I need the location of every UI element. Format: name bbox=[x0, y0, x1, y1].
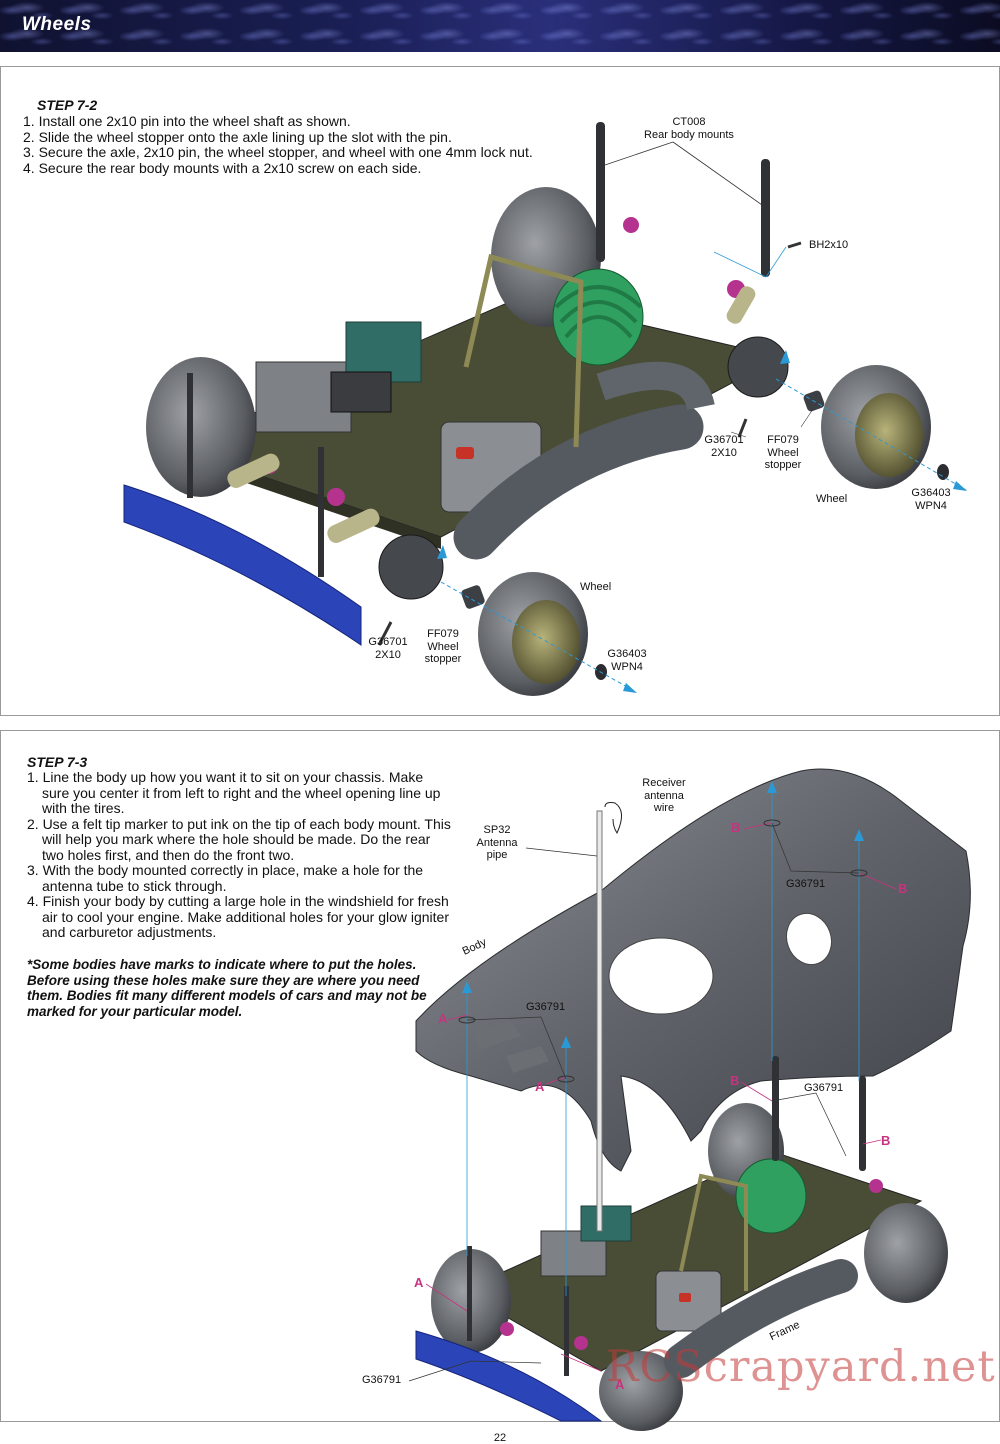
part-code: G36403 bbox=[607, 648, 647, 660]
part-label-g36791-body: G36791 bbox=[526, 1001, 566, 1013]
part-name: pipe bbox=[486, 849, 508, 861]
mark-b: B bbox=[881, 1133, 891, 1148]
page-number: 22 bbox=[493, 1432, 507, 1444]
step-7-2-panel: STEP 7-2 1. Install one 2x10 pin into th… bbox=[0, 66, 1000, 716]
part-name: Receiver bbox=[642, 777, 686, 789]
part-label-front-pin: G36701 2X10 bbox=[365, 636, 411, 661]
instruction-list: 1. Line the body up how you want it to s… bbox=[27, 769, 452, 941]
part-name: Wheel bbox=[767, 446, 799, 459]
body-marks-note: *Some bodies have marks to indicate wher… bbox=[27, 957, 427, 1019]
part-label-bh2x10: BH2x10 bbox=[809, 239, 849, 251]
part-name: stopper bbox=[424, 653, 462, 665]
header-pattern bbox=[0, 0, 1000, 52]
part-name: WPN4 bbox=[611, 660, 643, 673]
instruction-item: 3. With the body mounted correctly in pl… bbox=[27, 862, 424, 894]
part-label-rear-pin: G36701 2X10 bbox=[701, 434, 747, 459]
part-label-ct008: CT008 Rear body mounts bbox=[639, 116, 739, 141]
part-label-front-nut: G36403 WPN4 bbox=[604, 648, 650, 673]
instruction-list: 1. Install one 2x10 pin into the wheel s… bbox=[23, 113, 603, 176]
step-title: STEP 7-3 bbox=[27, 754, 88, 770]
instruction-item: 2. Use a felt tip marker to put ink on t… bbox=[27, 815, 451, 863]
instruction-item: 4. Finish your body by cutting a large h… bbox=[27, 893, 450, 940]
part-size: 2X10 bbox=[375, 648, 401, 661]
part-code: G36701 bbox=[368, 636, 408, 648]
mark-a: A bbox=[535, 1079, 545, 1094]
part-code: FF079 bbox=[767, 434, 799, 446]
part-name: Rear body mounts bbox=[644, 128, 734, 141]
mark-a: A bbox=[414, 1275, 424, 1290]
body-mounting-illustration bbox=[408, 768, 971, 1431]
step-7-3-panel: STEP 7-3 1. Line the body up how you wan… bbox=[0, 730, 1000, 1431]
part-label-sp32: SP32 Antenna pipe bbox=[470, 824, 524, 862]
part-code: G36701 bbox=[704, 434, 744, 446]
part-code: SP32 bbox=[483, 824, 511, 836]
instruction-item: 1. Install one 2x10 pin into the wheel s… bbox=[23, 113, 351, 129]
mark-a: A bbox=[438, 1011, 448, 1026]
instruction-item: 4. Secure the rear body mounts with a 2x… bbox=[23, 159, 422, 176]
part-size: 2X10 bbox=[711, 446, 737, 459]
instruction-item: 2. Slide the wheel stopper onto the axle… bbox=[23, 128, 452, 145]
part-label-rear-stopper: FF079 Wheel stopper bbox=[759, 434, 807, 472]
part-label-g36791-chassis: G36791 bbox=[804, 1082, 844, 1094]
mark-b: B bbox=[731, 820, 741, 835]
mark-a: A bbox=[615, 1377, 625, 1392]
watermark: RCScrapyard.net bbox=[606, 1342, 996, 1392]
part-label-front-wheel: Wheel bbox=[580, 581, 612, 593]
part-name: WPN4 bbox=[915, 499, 947, 512]
mark-b: B bbox=[898, 881, 908, 896]
part-code: CT008 bbox=[672, 116, 706, 128]
instruction-item: 1. Line the body up how you want it to s… bbox=[27, 769, 441, 816]
part-label-g36791-top: G36791 bbox=[786, 878, 826, 890]
part-label-front-stopper: FF079 Wheel stopper bbox=[419, 628, 467, 666]
step-title: STEP 7-2 bbox=[37, 97, 98, 113]
part-name: Antenna bbox=[476, 836, 518, 849]
section-title: Wheels bbox=[22, 14, 92, 35]
chassis-wheel-illustration bbox=[123, 122, 967, 696]
part-name: Wheel bbox=[427, 640, 459, 653]
part-label-g36791-bottom: G36791 bbox=[362, 1374, 402, 1386]
page-header-banner: Wheels bbox=[0, 0, 1000, 52]
part-code: G36403 bbox=[911, 487, 951, 499]
instruction-item: 3. Secure the axle, 2x10 pin, the wheel … bbox=[23, 144, 533, 160]
part-label-receiver-wire: Receiver antenna wire bbox=[636, 777, 692, 815]
part-name: stopper bbox=[764, 459, 802, 471]
mark-b: B bbox=[730, 1073, 740, 1088]
part-code: FF079 bbox=[427, 628, 459, 640]
part-label-rear-wheel: Wheel bbox=[816, 493, 848, 505]
part-name: antenna bbox=[644, 789, 684, 802]
part-label-rear-nut: G36403 WPN4 bbox=[908, 487, 954, 512]
part-name: wire bbox=[653, 802, 675, 814]
